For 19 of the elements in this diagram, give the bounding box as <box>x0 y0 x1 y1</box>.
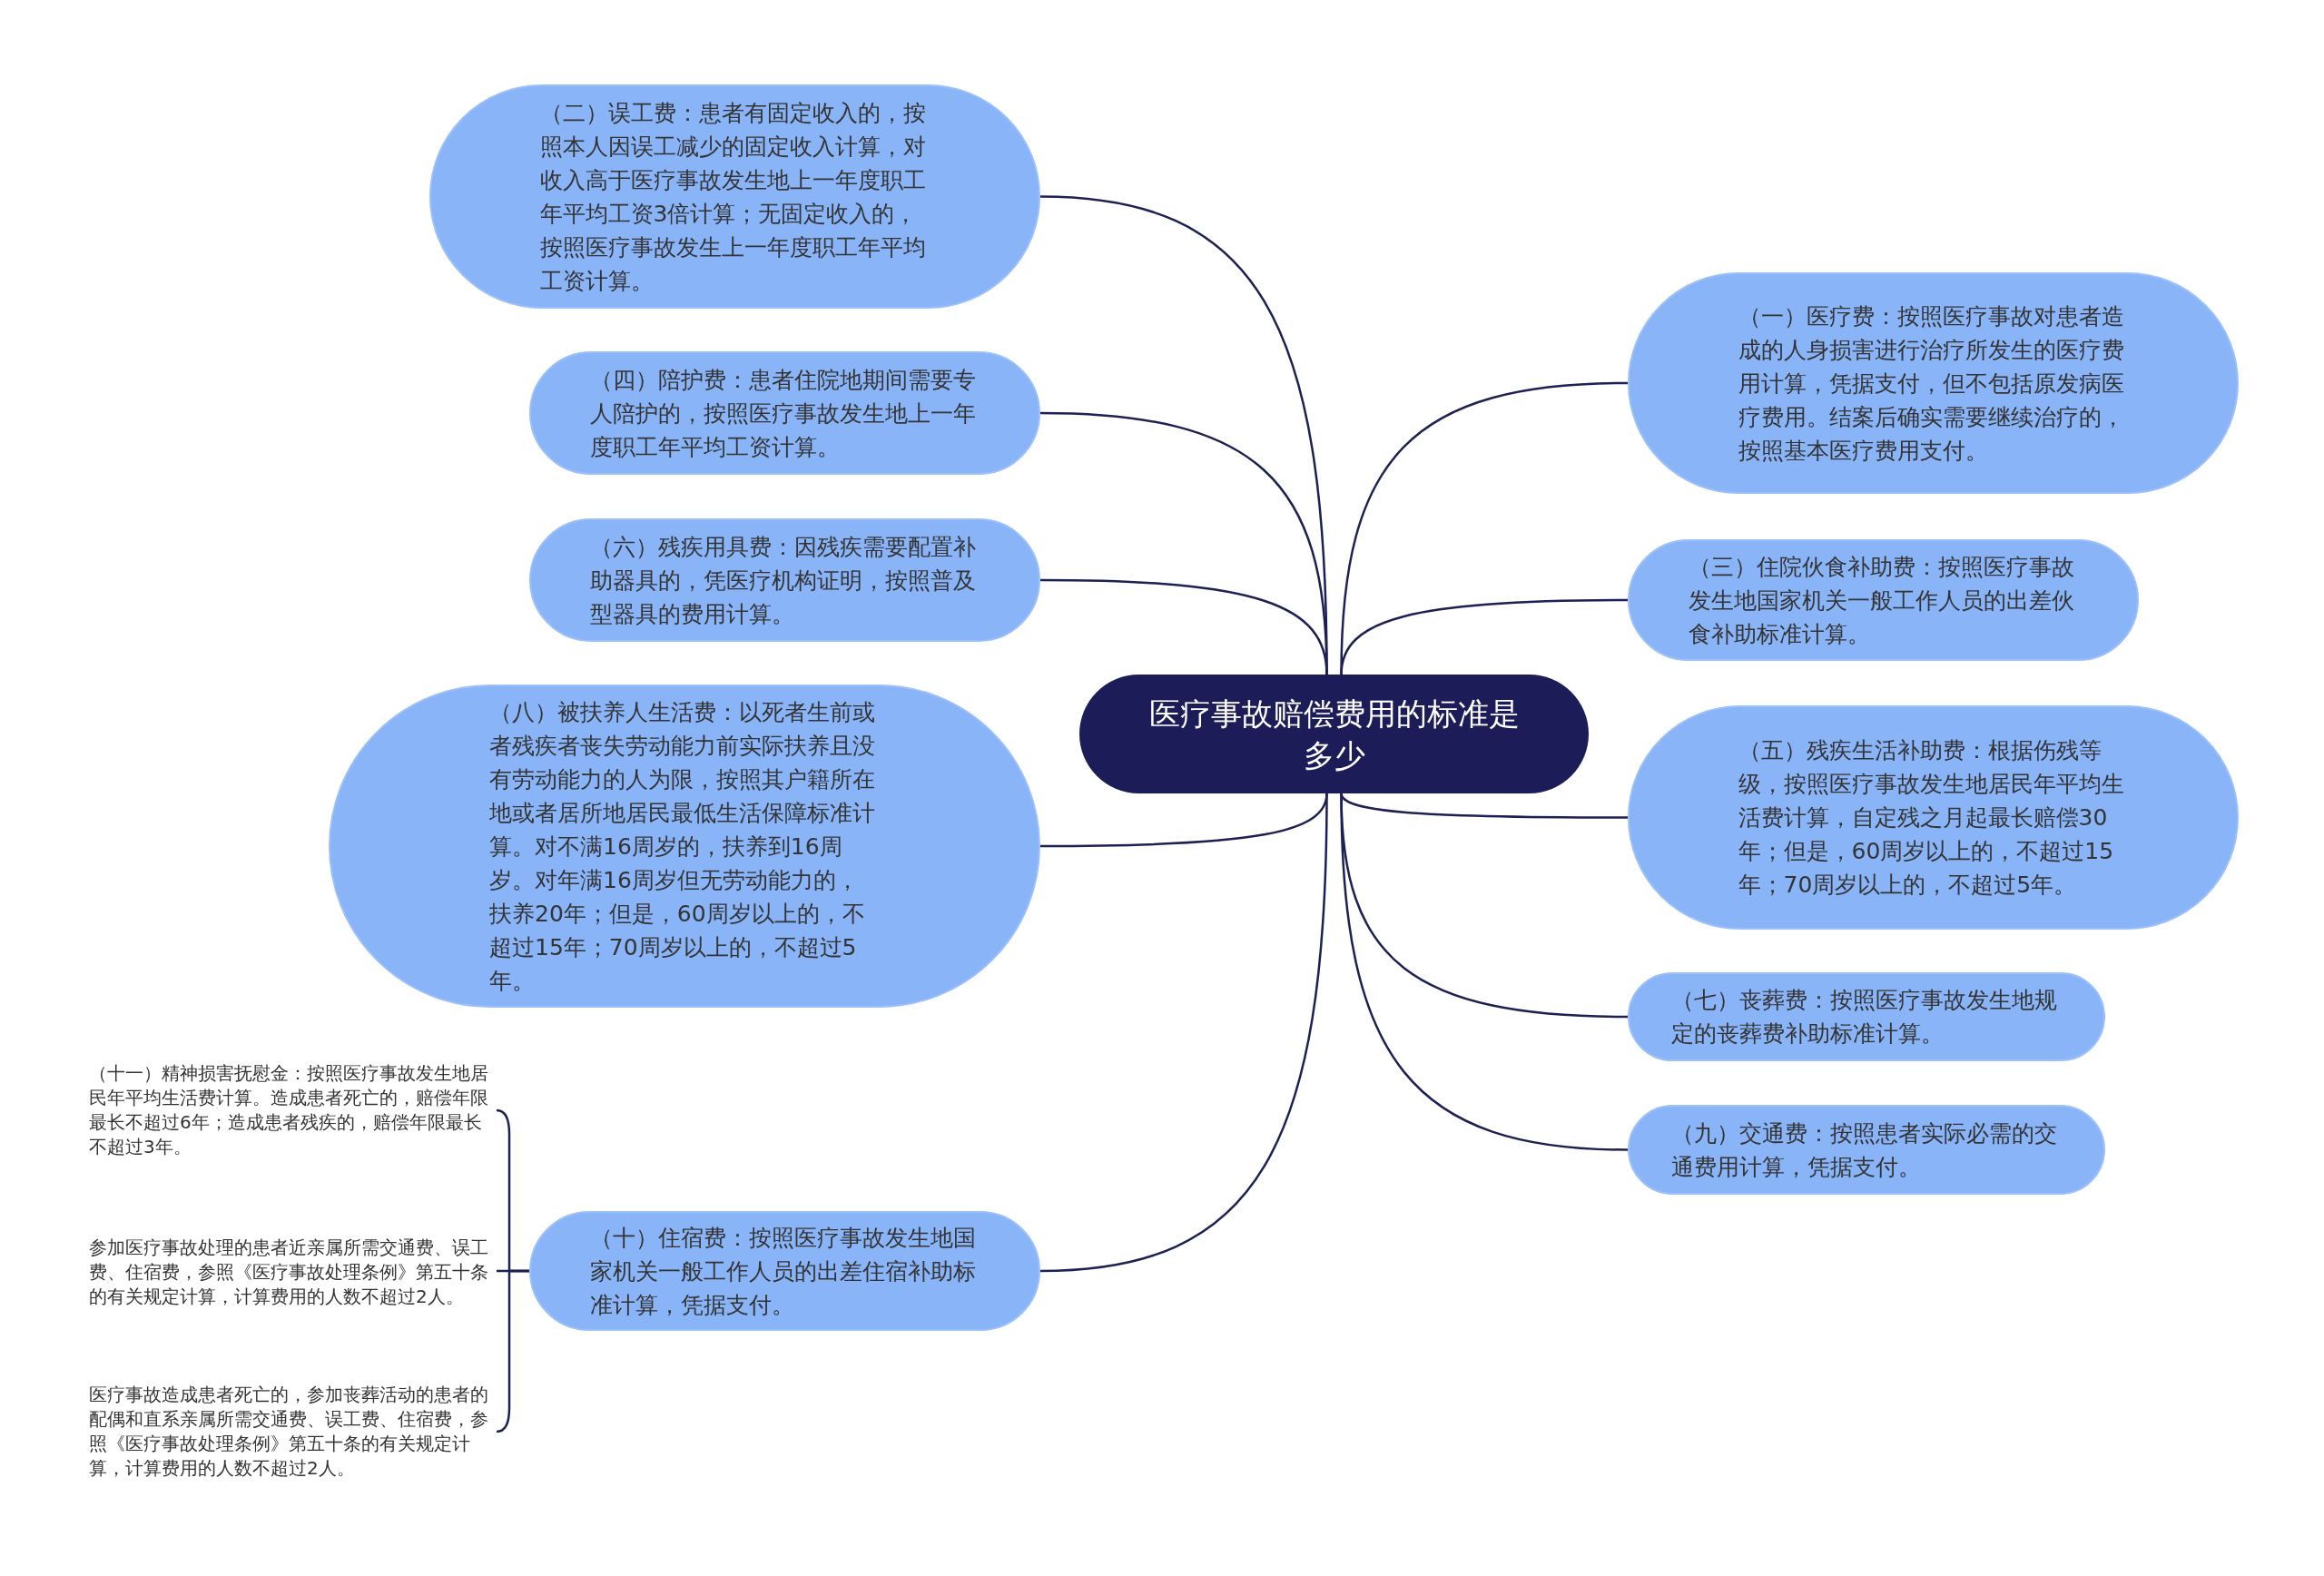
topic-text: （二）误工费：患者有固定收入的，按照本人因误工减少的固定收入计算，对收入高于医疗事故发生地上一年度职工年平均工资3倍计算；无固定收入的，按照医疗事故发生上一年度职工年平均工资计算。 <box>539 98 927 296</box>
topic-text: （八）被扶养人生活费：以死者生前或者残疾者丧失劳动能力前实际扶养且没有劳动能力的人为限，按照其户籍所在地或者居所地居民最低生活保障标准计算。对不满16周岁的，扶养到16周岁。对年满16周岁但无劳动能力的，扶养20年；但是，60周岁以上的，不超过15年；70周岁以上的，不超过5年。 <box>489 697 876 996</box>
connector-line <box>1340 598 1628 675</box>
note-text: 医疗事故造成患者死亡的，参加丧葬活动的患者的配偶和直系亲属所需交通费、误工费、住宿费，参照《医疗事故处理条例》第五十条的有关规定计算，计算费用的人数不超过2人。 <box>89 1383 489 1481</box>
topic-text: （六）残疾用具费：因残疾需要配置补助器具的，凭医疗机构证明，按照普及型器具的费用计算。 <box>589 532 977 629</box>
topic-text: （三）住院伙食补助费：按照医疗事故发生地国家机关一般工作人员的出差伙食补助标准计算。 <box>1688 552 2075 649</box>
bracket-line <box>496 1269 529 1433</box>
topic-text: 医疗事故赔偿费用的标准是多少 <box>1147 694 1521 775</box>
connector-line <box>1040 578 1328 675</box>
topic-text: （九）交通费：按照患者实际必需的交通费用计算，凭据支付。 <box>1671 1118 2058 1182</box>
topic-text: （一）医疗费：按照医疗事故对患者造成的人身损害进行治疗所发生的医疗费用计算，凭据支付，但不包括原发病医疗费用。结案后确实需要继续治疗的，按照基本医疗费用支付。 <box>1738 301 2125 466</box>
topic-text: （七）丧葬费：按照医疗事故发生地规定的丧葬费补助标准计算。 <box>1671 986 2058 1049</box>
topic-text: （五）残疾生活补助费：根据伤残等级，按照医疗事故发生地居民年平均生活费计算，自定残之月起最长赔偿30年；但是，60周岁以上的，不超过15年；70周岁以上的，不超过5年。 <box>1738 736 2125 900</box>
note-text: （十一）精神损害抚慰金：按照医疗事故发生地居民年平均生活费计算。造成患者死亡的，赔偿年限最长不超过6年；造成患者残疾的，赔偿年限最长不超过3年。 <box>89 1061 489 1159</box>
topic-text: （四）陪护费：患者住院地期间需要专人陪护的，按照医疗事故发生地上一年度职工年平均工资计算。 <box>589 365 977 462</box>
connector-line <box>1340 793 1629 1151</box>
topic-text: （十）住宿费：按照医疗事故发生地国家机关一般工作人员的出差住宿补助标准计算，凭据支付。 <box>589 1223 977 1320</box>
connector-line <box>1039 793 1328 1273</box>
note-text: 参加医疗事故处理的患者近亲属所需交通费、误工费、住宿费，参照《医疗事故处理条例》第五十条的有关规定计算，计算费用的人数不超过2人。 <box>89 1235 489 1309</box>
